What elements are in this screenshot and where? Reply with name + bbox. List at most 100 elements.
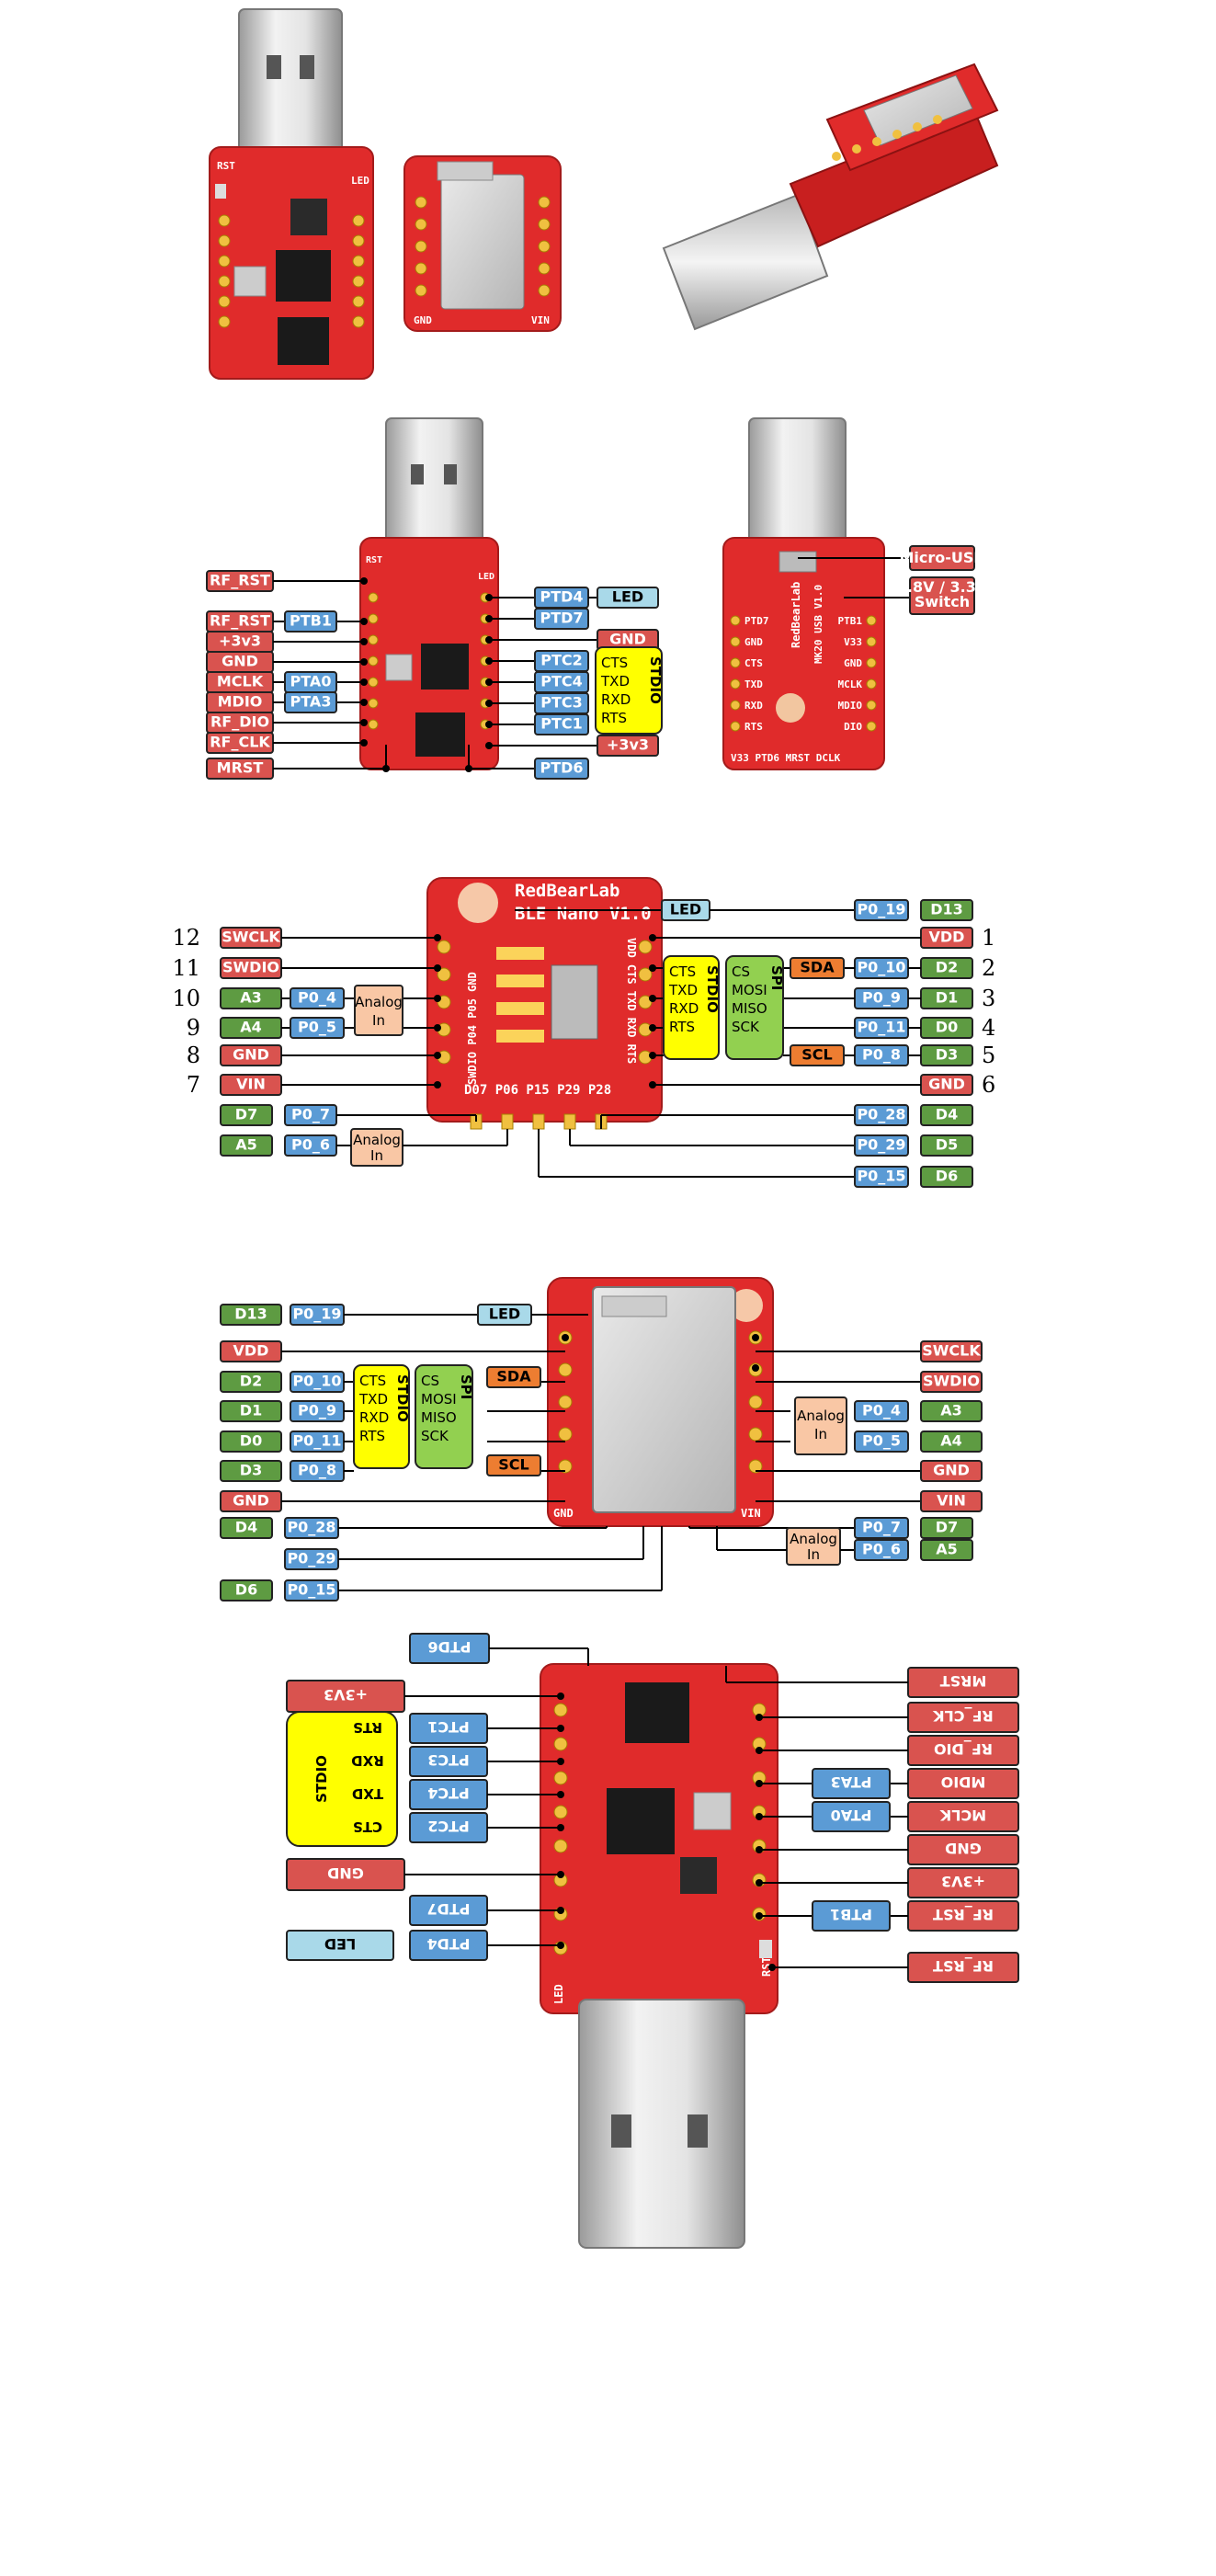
nano-right-num: 3: [982, 986, 995, 1011]
mk20-left-3-text: GND: [222, 653, 258, 670]
nano-analog2-line1: Analog: [353, 1132, 401, 1148]
nano-left-port-0: P0_4: [290, 988, 344, 1009]
flip-left-port-2: PTC4: [410, 1780, 487, 1809]
mk20-left-port-2-text: PTA3: [290, 693, 332, 711]
mk20-left-0-text: RF_RST: [210, 572, 270, 589]
mk20-back-left-pin: RXD: [744, 700, 763, 712]
pin-dot: [649, 964, 656, 972]
pin-dot: [756, 1747, 763, 1754]
flip-left-port-0-text: PTC1: [427, 1718, 470, 1736]
mk20-back-right-pin: V33: [844, 636, 862, 648]
pin-dot: [649, 1052, 656, 1059]
nb-left-d-6-text: GND: [233, 1492, 269, 1510]
mk20-back-right-pin: DIO: [844, 721, 862, 733]
nano-bottom-port-6: P0_15: [855, 1167, 908, 1187]
mk20-back-right-pin: PTB1: [838, 615, 863, 627]
mk20-left-5: MDIO: [207, 692, 273, 712]
mk20-stdio-group-pin: TXD: [600, 673, 630, 690]
flip-left-port-1: PTC3: [410, 1747, 487, 1776]
nano-bottom-port-5-text: P0_29: [857, 1136, 905, 1154]
nb-right-6: D7: [921, 1518, 972, 1538]
flip-left-port-1-text: PTC3: [427, 1751, 470, 1769]
nano-left-label-6: D7: [221, 1105, 272, 1125]
flip-left-port-2-text: PTC4: [427, 1784, 470, 1802]
nb-right-port-3-text: P0_6: [862, 1541, 901, 1558]
mk20-left-8: MRST: [207, 758, 273, 779]
mk20-right-gnd-text: GND: [609, 631, 646, 648]
nb-sda-text: SDA: [496, 1368, 531, 1385]
nano-model: BLE Nano V1.0: [515, 904, 652, 924]
flip-right-8: RF_RST: [908, 1953, 1018, 1982]
nano-front-board: RedBearLab BLE Nano V1.0 SWDIO P04 P05 G…: [427, 878, 662, 1129]
mk20-stdio-group: STDIOCTSTXDRXDRTS: [596, 647, 664, 734]
nano-right-d-2-text: D1: [936, 989, 958, 1007]
flip-stdio-title: STDIO: [313, 1755, 330, 1803]
nano-left-label-4-text: GND: [233, 1046, 269, 1064]
nb-led: LED: [478, 1305, 531, 1325]
pin-dot: [557, 1758, 564, 1765]
pin-dot: [649, 934, 656, 941]
nano-bottom-d-6: D4: [921, 1105, 972, 1125]
nb-left-d-0-text: D13: [234, 1305, 267, 1323]
flip-stdio-pin: RXD: [351, 1752, 384, 1769]
nb-right-port-0: P0_4: [855, 1401, 908, 1421]
mk20-right-port-6-text: PTD6: [540, 759, 583, 777]
nb-left-d-1: VDD: [221, 1341, 281, 1362]
nb-spi-group-pin: CS: [421, 1373, 439, 1389]
pin-dot: [557, 1942, 564, 1949]
pin-dot: [557, 1791, 564, 1798]
mk20-right-3v3-text: +3v3: [607, 736, 649, 754]
nano-right-port-3: P0_8: [855, 1045, 908, 1066]
nano-spi-group-pin: MISO: [732, 1000, 767, 1017]
nano-left-label-2: A3: [221, 988, 281, 1009]
nb-left-d-3: D1: [221, 1401, 281, 1421]
flip-right-port-0-text: PTA3: [831, 1773, 872, 1791]
flip-top-port-text: PTD6: [427, 1638, 471, 1656]
nano-right-num: 5: [982, 1043, 995, 1068]
nano-bottom-port-5: P0_29: [855, 1135, 908, 1156]
mk20-left-7: RF_CLK: [207, 733, 273, 753]
nano-bottom-d-7-text: D5: [936, 1136, 958, 1154]
mk20-front-board: RST LED: [360, 418, 498, 769]
mk20-back-brand: RedBearLab: [790, 582, 802, 648]
rst-label: RST: [217, 160, 235, 172]
mk20-back-left-pin: RTS: [744, 721, 763, 733]
pin-dot: [756, 1813, 763, 1820]
nb-stdio-group-pin: TXD: [358, 1391, 388, 1408]
nano-right-num: 4: [982, 1015, 995, 1041]
pin-dot: [557, 1693, 564, 1700]
nb-left-d-5-text: D3: [240, 1462, 262, 1479]
nano-left-label-3-text: A4: [240, 1019, 262, 1036]
mk20-flipped-board: LED RST: [540, 1664, 778, 2248]
flip-left-3v3: +3V3: [287, 1681, 404, 1712]
flip-right-7: RF_RST: [908, 1901, 1018, 1931]
nb-bottom-d-7-text: D4: [235, 1519, 257, 1536]
nano-right-d-1: D2: [921, 958, 972, 978]
pin-dot: [485, 657, 493, 665]
mk20-left-port-0-text: PTB1: [290, 612, 332, 630]
section-nano-back: GND VIN D13P0_19LEDVDDD2P0_10D1P0_9D0P0_…: [221, 1278, 982, 1601]
flip-right-5: GND: [908, 1835, 1018, 1864]
nb-right-2: A3: [921, 1401, 982, 1421]
flip-left-port-3-text: PTC2: [427, 1818, 470, 1835]
nano-back-gnd: GND: [553, 1507, 574, 1520]
pin-dot: [360, 678, 368, 686]
nano-top-led: LED: [662, 900, 710, 920]
pin-dot: [562, 1334, 569, 1341]
pin-dot: [434, 1081, 441, 1089]
nano-top-d-text: D13: [930, 901, 963, 918]
flip-stdio-pin: RTS: [353, 1719, 382, 1736]
pin-dot: [756, 1912, 763, 1920]
pin-dot: [360, 719, 368, 726]
nano-left-label-2-text: A3: [240, 989, 262, 1007]
nano-right-d-2: D1: [921, 988, 972, 1009]
nano-left-port-3: P0_6: [285, 1135, 336, 1156]
nb-right-4-text: GND: [933, 1462, 970, 1479]
mk20-right-port-1: PTD7: [535, 609, 588, 629]
nano-stdio-group-title: STDIO: [704, 965, 721, 1013]
flip-left-port-4-text: PTD7: [426, 1900, 470, 1918]
nb-right-7: A5: [921, 1540, 972, 1560]
nano-right-d-1-text: D2: [936, 959, 958, 976]
ble-nano-back-photo: GND VIN: [404, 156, 561, 331]
flip-right-5-text: GND: [945, 1840, 982, 1857]
